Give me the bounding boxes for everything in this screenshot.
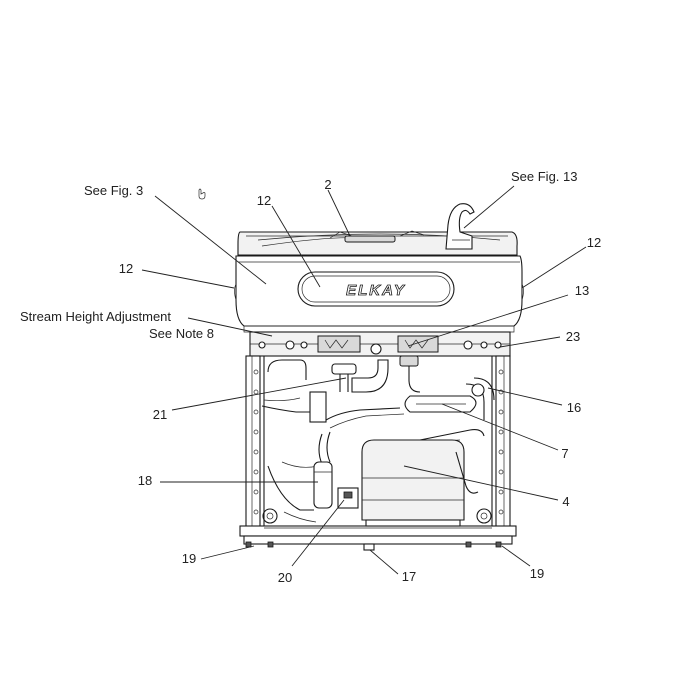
hand-icon xyxy=(198,188,206,200)
callout-labels: See Fig. 3 2 See Fig. 13 12 12 12 13 Str… xyxy=(20,169,601,585)
front-shroud: ELKAY xyxy=(234,255,524,333)
compressor xyxy=(361,439,465,521)
callout-see-fig-13: See Fig. 13 xyxy=(511,169,578,184)
internal-components xyxy=(261,355,495,527)
callout-stream-height-line2: See Note 8 xyxy=(149,326,214,341)
callout-part-4: 4 xyxy=(562,494,569,509)
callout-part-12-right: 12 xyxy=(587,235,601,250)
callout-part-20: 20 xyxy=(278,570,292,585)
control-rail xyxy=(249,331,511,357)
callout-see-fig-3: See Fig. 3 xyxy=(84,183,143,198)
callout-part-17: 17 xyxy=(402,569,416,584)
callout-part-2: 2 xyxy=(324,177,331,192)
filter-cylinder xyxy=(313,461,333,509)
callout-part-19-right: 19 xyxy=(530,566,544,581)
callout-part-18: 18 xyxy=(138,473,152,488)
brand-logo: ELKAY xyxy=(346,282,406,299)
callout-part-12-top: 12 xyxy=(257,193,271,208)
drain-grate xyxy=(344,235,396,243)
callout-part-16: 16 xyxy=(567,400,581,415)
bubbler xyxy=(445,203,475,250)
callout-part-12-left: 12 xyxy=(119,261,133,276)
basin-assembly xyxy=(237,203,518,256)
callout-part-19-left: 19 xyxy=(182,551,196,566)
callout-stream-height-line1: Stream Height Adjustment xyxy=(20,309,171,324)
post-holes xyxy=(253,369,504,515)
callout-part-21: 21 xyxy=(153,407,167,422)
leader-lines xyxy=(141,185,587,575)
logo-plate xyxy=(297,271,455,307)
callout-part-23: 23 xyxy=(566,329,580,344)
callout-part-7: 7 xyxy=(561,446,568,461)
callout-part-13: 13 xyxy=(575,283,589,298)
chassis-frame xyxy=(239,355,517,551)
